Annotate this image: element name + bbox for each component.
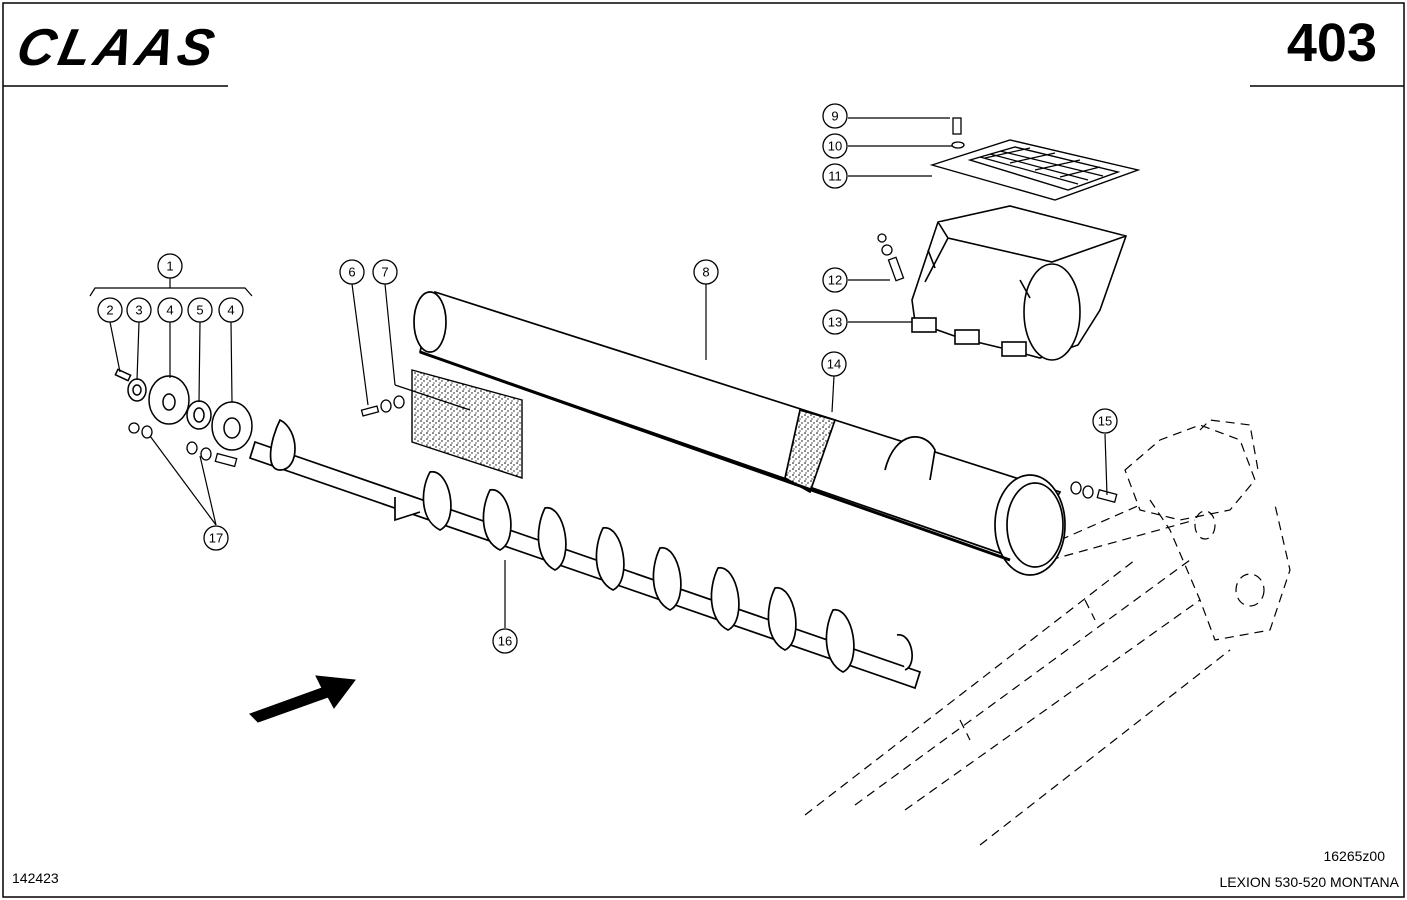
callout-label: 9 [831, 109, 838, 124]
dashed-machine-frame [804, 419, 1291, 846]
screen-plate [411, 369, 523, 479]
callout-label: 12 [828, 273, 842, 288]
direction-arrow [249, 675, 356, 723]
page-number: 403 [1286, 13, 1377, 73]
hopper-housing [911, 205, 1128, 361]
drawing-code: 16265z00 [1323, 848, 1385, 864]
callout-label: 1 [166, 259, 173, 274]
callout-8: 8 [693, 259, 719, 285]
callout-2: 2 [97, 297, 123, 323]
callout-label: 2 [106, 303, 113, 318]
callout-6: 6 [339, 259, 365, 285]
callout-17: 17 [203, 525, 229, 551]
catalog-code: 142423 [12, 870, 59, 886]
callout-label: 4 [227, 303, 234, 318]
bolt-set-6 [360, 395, 405, 417]
grille-cover [929, 139, 1141, 201]
callout-label: 11 [828, 169, 842, 184]
callout-label: 3 [135, 303, 142, 318]
callout-9: 9 [822, 103, 848, 129]
callout-label: 8 [702, 265, 709, 280]
callout-label: 7 [381, 265, 388, 280]
callout-12: 12 [822, 267, 848, 293]
callout-label: 5 [196, 303, 203, 318]
callout-label: 10 [828, 139, 842, 154]
callout-3: 3 [126, 297, 152, 323]
bolt-set-15 [1070, 481, 1118, 503]
callout-5: 5 [187, 297, 213, 323]
bolt-set-17 [128, 422, 238, 468]
callout-label: 17 [209, 531, 223, 546]
callout-11: 11 [822, 163, 848, 189]
callout-label: 6 [348, 265, 355, 280]
callout-label: 15 [1098, 414, 1112, 429]
callout-4b: 4 [218, 297, 244, 323]
callout-label: 4 [166, 303, 173, 318]
callout-label: 16 [498, 634, 512, 649]
auger-screw [248, 418, 922, 690]
callout-4a: 4 [157, 297, 183, 323]
callout-1: 1 [157, 253, 183, 279]
callout-16: 16 [492, 628, 518, 654]
callout-markers: 1 2 3 4 5 4 6 7 8 9 10 11 12 13 14 15 16… [97, 103, 1118, 654]
bearing-assembly [114, 368, 253, 451]
auger-tube [413, 290, 1066, 576]
callout-14: 14 [821, 351, 847, 377]
callout-7: 7 [372, 259, 398, 285]
leader-lines [89, 117, 1108, 628]
model-name: LEXION 530-520 MONTANA [1219, 874, 1399, 890]
callout-13: 13 [822, 309, 848, 335]
callout-label: 13 [828, 315, 842, 330]
callout-15: 15 [1092, 408, 1118, 434]
callout-label: 14 [827, 357, 841, 372]
small-fasteners [877, 117, 965, 282]
callout-10: 10 [822, 133, 848, 159]
